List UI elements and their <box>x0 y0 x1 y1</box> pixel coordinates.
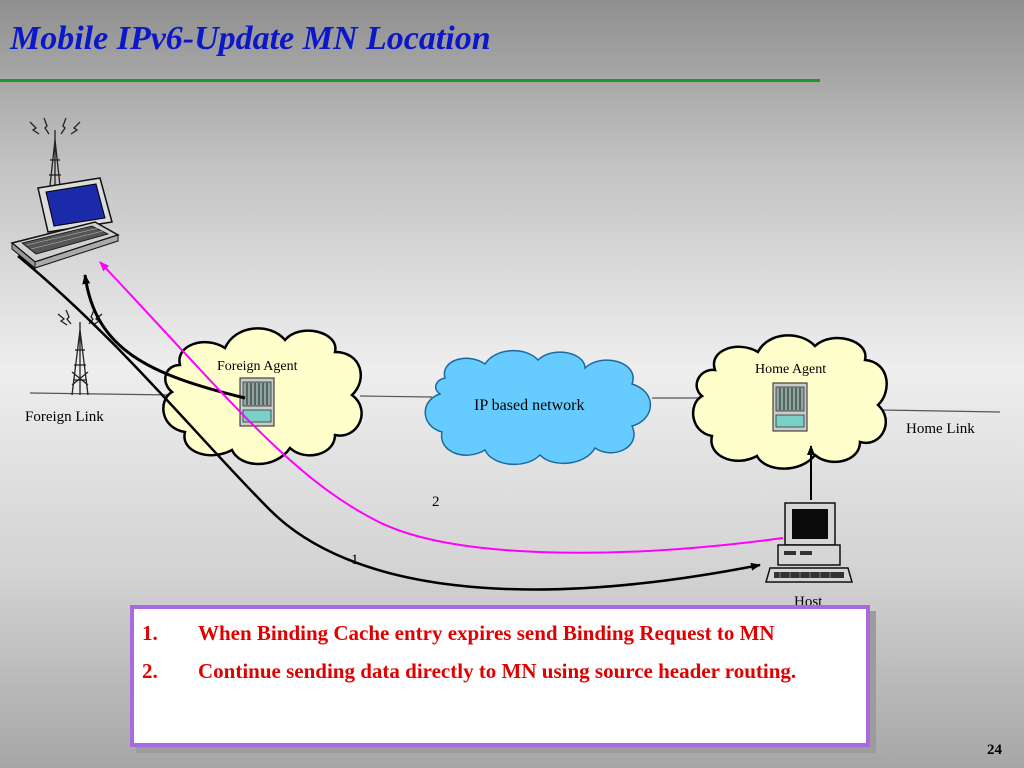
foreign-agent-router-icon <box>239 377 275 427</box>
home-agent-router-icon <box>772 382 808 432</box>
mobile-node-antenna-icon <box>29 117 81 196</box>
slide-title: Mobile IPv6-Update MN Location <box>10 20 491 57</box>
note-text: Continue sending data directly to MN usi… <box>198 659 797 683</box>
note-text: When Binding Cache entry expires send Bi… <box>198 621 775 645</box>
foreign-link-line <box>29 392 176 396</box>
path-1-number: 1 <box>351 552 359 568</box>
mobile-node-laptop-icon <box>10 177 120 270</box>
host-computer-icon <box>765 502 853 583</box>
foreign-link-tower-icon <box>57 309 103 396</box>
title-underline <box>0 79 820 82</box>
home-link-label: Home Link <box>906 421 975 437</box>
foreign-agent-label: Foreign Agent <box>217 359 298 374</box>
notes-list: 1. When Binding Cache entry expires send… <box>134 609 866 684</box>
home-agent-label: Home Agent <box>755 362 827 377</box>
home-link-line <box>879 409 1001 413</box>
ip-network-label: IP based network <box>474 397 585 414</box>
page-number: 24 <box>987 742 1002 758</box>
foreign-agent-to-mn-arrow <box>82 274 246 400</box>
notes-box: 1. When Binding Cache entry expires send… <box>130 605 870 747</box>
note-number: 2. <box>142 659 158 683</box>
note-item: 1. When Binding Cache entry expires send… <box>142 621 852 646</box>
note-number: 1. <box>142 621 158 645</box>
note-item: 2. Continue sending data directly to MN … <box>142 659 852 684</box>
foreign-link-label: Foreign Link <box>25 409 104 425</box>
path-1-arrow <box>17 255 761 591</box>
path-2-number: 2 <box>432 494 440 510</box>
ip-network-cloud <box>424 349 652 466</box>
path-2-arrow <box>99 261 784 554</box>
link-fa-network <box>359 395 433 398</box>
